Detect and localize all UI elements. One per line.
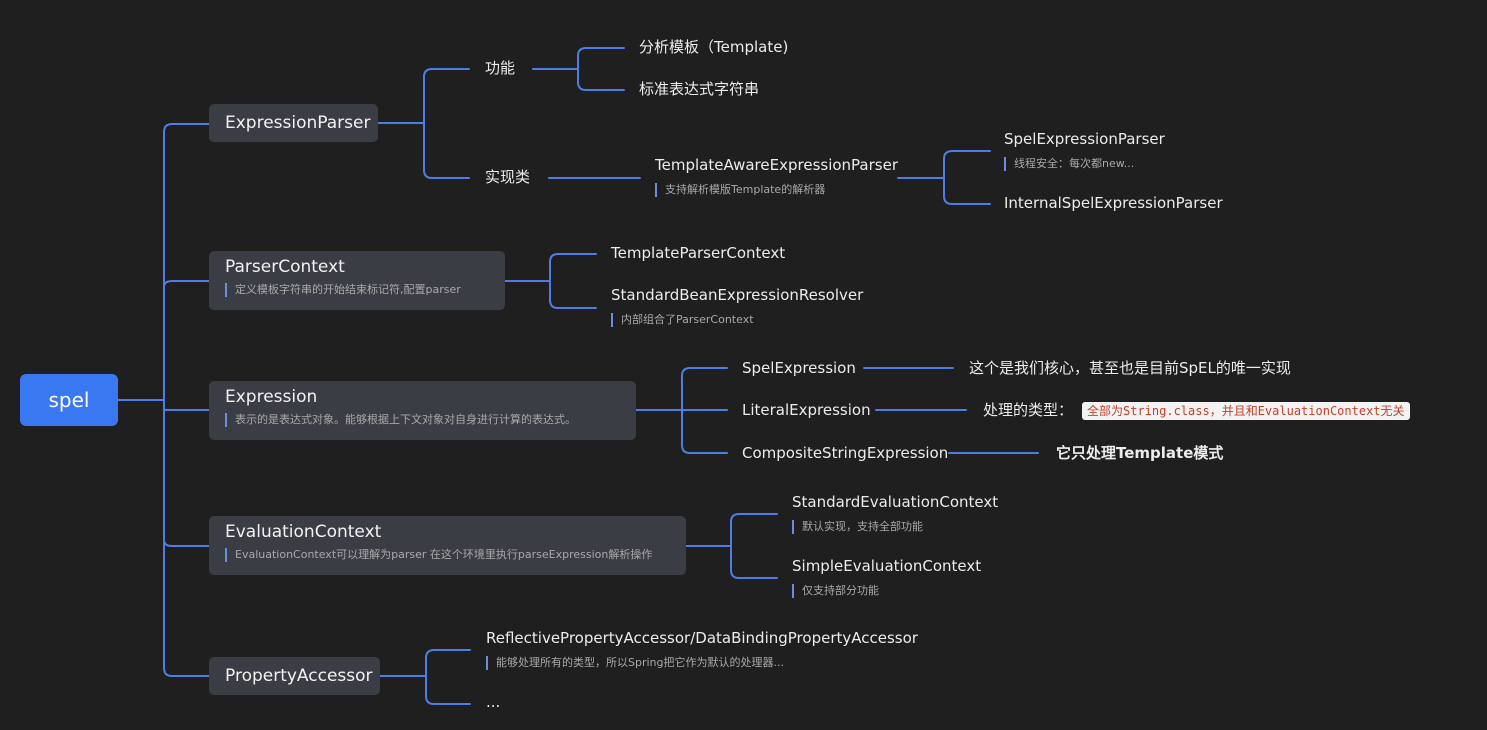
simple-evaluation-note: 仅支持部分功能 — [792, 584, 879, 598]
link-parser-branch — [423, 68, 470, 179]
func-template[interactable]: 分析模板（Template) — [639, 38, 789, 56]
literal-expression-code: 全部为String.class，并且和EvaluationContext无关 — [1082, 402, 1410, 420]
template-parser-context[interactable]: TemplateParserContext — [611, 244, 786, 262]
func-standard[interactable]: 标准表达式字符串 — [639, 80, 760, 98]
expression-node[interactable]: Expression 表示的是表达式对象。能够根据上下文对象对自身进行计算的表达… — [209, 381, 636, 440]
accessor-more[interactable]: ... — [486, 693, 501, 711]
evaluation-context-label: EvaluationContext — [225, 522, 382, 542]
expression-label: Expression — [225, 387, 318, 407]
standard-evaluation-context[interactable]: StandardEvaluationContext — [792, 493, 999, 511]
root-node[interactable]: spel — [20, 374, 118, 426]
composite-string-expression[interactable]: CompositeStringExpression — [742, 444, 949, 462]
link-func-branch — [577, 47, 625, 91]
standard-evaluation-note: 默认实现，支持全部功能 — [792, 520, 923, 534]
expression-parser-node[interactable]: ExpressionParser — [209, 104, 378, 142]
resolver-note: 内部组合了ParserContext — [611, 313, 754, 327]
parser-context-note: 定义模板字符串的开始结束标记符,配置parser — [225, 283, 489, 297]
literal-expression[interactable]: LiteralExpression — [742, 401, 871, 419]
expression-parser-label: ExpressionParser — [225, 113, 371, 133]
template-aware-parser[interactable]: TemplateAwareExpressionParser — [655, 156, 898, 174]
link-expression-branch — [681, 367, 728, 454]
spel-expression-desc[interactable]: 这个是我们核心，甚至也是目前SpEL的唯一实现 — [969, 359, 1291, 377]
standard-bean-resolver[interactable]: StandardBeanExpressionResolver — [611, 286, 864, 304]
reflective-property-accessor[interactable]: ReflectivePropertyAccessor/DataBindingPr… — [486, 629, 918, 647]
func-node[interactable]: 功能 — [485, 59, 516, 77]
evaluation-context-node[interactable]: EvaluationContext EvaluationContext可以理解为… — [209, 516, 686, 575]
link-evaluation-branch — [730, 513, 778, 579]
link-context — [163, 280, 210, 288]
parser-context-label: ParserContext — [225, 257, 345, 277]
link-evaluation — [163, 539, 210, 547]
link-context-branch — [549, 253, 597, 309]
link-template-aware-branch — [943, 150, 991, 205]
reflective-accessor-note: 能够处理所有的类型，所以Spring把它作为默认的处理器... — [486, 656, 784, 670]
template-aware-note: 支持解析模版Template的解析器 — [655, 183, 825, 197]
simple-evaluation-context[interactable]: SimpleEvaluationContext — [792, 557, 982, 575]
spel-expression-parser[interactable]: SpelExpressionParser — [1004, 130, 1165, 148]
root-label: spel — [48, 388, 90, 412]
link-accessor-branch — [425, 649, 471, 705]
link-trunk — [163, 123, 210, 677]
spel-expression[interactable]: SpelExpression — [742, 359, 856, 377]
impl-node[interactable]: 实现类 — [485, 168, 531, 186]
property-accessor-label: PropertyAccessor — [225, 666, 373, 686]
evaluation-context-note: EvaluationContext可以理解为parser 在这个环境里执行par… — [225, 548, 670, 562]
literal-expression-desc[interactable]: 处理的类型： — [983, 401, 1074, 419]
parser-context-node[interactable]: ParserContext 定义模板字符串的开始结束标记符,配置parser — [209, 251, 505, 310]
expression-note: 表示的是表达式对象。能够根据上下文对象对自身进行计算的表达式。 — [225, 413, 620, 427]
spel-parser-note: 线程安全：每次都new... — [1004, 157, 1134, 171]
internal-spel-parser[interactable]: InternalSpelExpressionParser — [1004, 194, 1223, 212]
property-accessor-node[interactable]: PropertyAccessor — [209, 657, 380, 695]
composite-expression-desc[interactable]: 它只处理Template模式 — [1056, 444, 1224, 462]
